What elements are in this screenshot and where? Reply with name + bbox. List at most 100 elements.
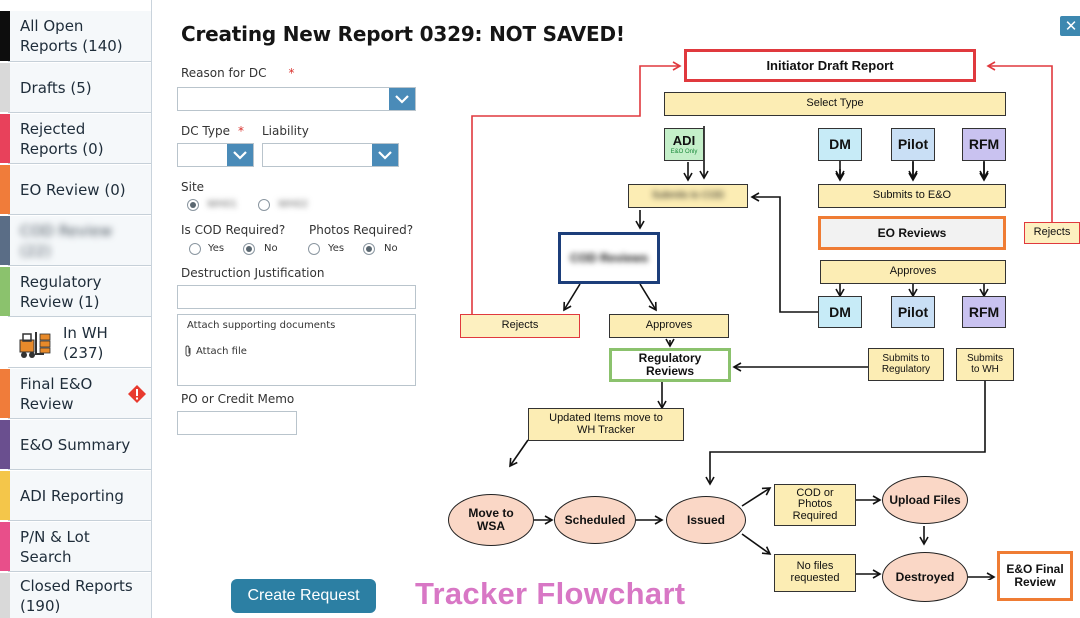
sidebar-item-color-bar	[0, 114, 10, 163]
cod-no-label: No	[264, 243, 278, 254]
adi-box: ADI E&O Only	[664, 128, 704, 161]
sidebar-item-adi-reporting[interactable]: ADI Reporting	[0, 471, 151, 521]
sidebar-item-label: All Open Reports (140)	[20, 17, 123, 55]
sidebar-item-eo-summary[interactable]: E&O Summary	[0, 420, 151, 470]
pilot-box-top: Pilot	[891, 128, 935, 161]
sidebar-item-label: P/N & Lot Search	[20, 527, 90, 566]
required-mark: *	[288, 66, 295, 80]
dm-box-top: DM	[818, 128, 862, 161]
sidebar-item-pn-lot-search[interactable]: P/N & Lot Search	[0, 522, 151, 572]
sidebar-item-color-bar	[0, 63, 10, 112]
site-radio-1[interactable]	[187, 199, 199, 211]
attach-title: Attach supporting documents	[187, 320, 336, 331]
rfm-box-top: RFM	[962, 128, 1006, 161]
sidebar-item-rejected-reports[interactable]: Rejected Reports (0)	[0, 114, 151, 164]
adi-label: ADI	[672, 133, 696, 149]
initiator-draft-report: Initiator Draft Report	[684, 49, 976, 82]
sidebar-item-label: Closed Reports (190)	[20, 576, 133, 615]
reason-label: Reason for DC *	[181, 66, 294, 80]
cod-yes-radio[interactable]	[189, 243, 201, 255]
cod-no-radio[interactable]	[243, 243, 255, 255]
photos-required-label: Photos Required?	[309, 223, 414, 237]
eo-final-review-box: E&O Final Review	[997, 551, 1073, 601]
paperclip-icon	[185, 345, 191, 357]
submits-to-cod-label: Submits to COD	[651, 189, 725, 201]
page-title: Creating New Report 0329: NOT SAVED!	[181, 22, 625, 46]
sidebar-item-drafts[interactable]: Drafts (5)	[0, 63, 151, 113]
reason-label-text: Reason for DC	[181, 66, 267, 80]
photos-no-label: No	[384, 243, 398, 254]
close-icon[interactable]: ✕	[1060, 16, 1080, 36]
destruction-input[interactable]	[177, 285, 416, 309]
sidebar-item-eo-review[interactable]: EO Review (0)	[0, 165, 151, 215]
dm-box-bottom: DM	[818, 296, 862, 328]
photos-yes-label: Yes	[328, 243, 345, 254]
dc-type-label: DC Type*	[181, 124, 244, 138]
dc-type-label-text: DC Type	[181, 124, 230, 138]
sidebar-item-label: ADI Reporting	[20, 486, 124, 505]
forklift-icon	[19, 332, 51, 358]
cod-required-label: Is COD Required?	[181, 223, 286, 237]
sidebar-item-regulatory-review[interactable]: Regulatory Review (1)	[0, 267, 151, 317]
attach-file-link[interactable]: Attach file	[184, 345, 247, 357]
no-files-requested-box: No files requested	[774, 554, 856, 592]
liability-select[interactable]	[262, 143, 399, 167]
upload-files-node: Upload Files	[882, 476, 968, 524]
po-credit-label: PO or Credit Memo	[181, 392, 295, 406]
approves-box-cod: Approves	[609, 314, 729, 338]
sidebar-item-color-bar	[0, 11, 10, 61]
issued-node: Issued	[666, 496, 746, 544]
updated-items-box: Updated Items move to WH Tracker	[528, 408, 684, 441]
adi-sublabel: E&O Only	[670, 148, 698, 155]
chevron-down-icon	[389, 88, 415, 110]
photos-no-radio[interactable]	[363, 243, 375, 255]
cod-photos-required-box: COD or Photos Required	[774, 484, 856, 526]
tracker-flowchart: Initiator Draft Report Select Type ADI E…	[440, 40, 1080, 602]
approves-box-eo: Approves	[820, 260, 1006, 284]
eo-reviews-box: EO Reviews	[818, 216, 1006, 250]
regulatory-reviews-box: Regulatory Reviews	[609, 348, 731, 382]
rejects-box-right: Rejects	[1024, 222, 1080, 244]
sidebar: All Open Reports (140) Drafts (5) Reject…	[0, 0, 152, 618]
photos-yes-radio[interactable]	[308, 243, 320, 255]
cod-reviews-label: COD Reviews	[569, 250, 649, 265]
site-option-1: WH01	[207, 199, 238, 210]
sidebar-item-color-bar	[0, 165, 10, 214]
create-request-button[interactable]: Create Request	[231, 579, 376, 613]
sidebar-item-color-bar	[0, 420, 10, 469]
sidebar-item-color-bar	[0, 471, 10, 520]
rejects-box-left: Rejects	[460, 314, 580, 338]
sidebar-item-label: Final E&O Review	[20, 374, 93, 413]
reason-select[interactable]	[177, 87, 416, 111]
attach-file-label: Attach file	[196, 345, 247, 357]
liability-label: Liability	[262, 124, 309, 138]
sidebar-item-color-bar	[0, 216, 10, 265]
chevron-down-icon	[372, 144, 398, 166]
site-radio-2[interactable]	[258, 199, 270, 211]
sidebar-item-color-bar	[0, 369, 10, 418]
sidebar-item-all-open-reports[interactable]: All Open Reports (140)	[0, 11, 151, 62]
submits-to-eo-box: Submits to E&O	[818, 184, 1006, 208]
submits-to-wh-box: Submits to WH	[956, 348, 1014, 381]
destroyed-node: Destroyed	[882, 552, 968, 602]
sidebar-item-label: Rejected Reports (0)	[20, 119, 104, 158]
tracker-flowchart-title: Tracker Flowchart	[415, 576, 686, 611]
sidebar-item-in-wh[interactable]: In WH (237)	[8, 318, 151, 368]
dc-type-select[interactable]	[177, 143, 254, 167]
sidebar-item-closed-reports[interactable]: Closed Reports (190)	[0, 573, 151, 618]
sidebar-item-label: E&O Summary	[20, 435, 131, 454]
sidebar-item-color-bar	[0, 573, 10, 618]
sidebar-item-color-bar	[0, 522, 10, 571]
move-to-wsa-node: Move to WSA	[448, 494, 534, 546]
sidebar-item-label: In WH (237)	[63, 323, 108, 362]
site-option-2: WH02	[278, 199, 309, 210]
rfm-box-bottom: RFM	[962, 296, 1006, 328]
sidebar-item-final-eo-review[interactable]: Final E&O Review	[0, 369, 151, 419]
po-credit-input[interactable]	[177, 411, 297, 435]
sidebar-item-label: Drafts (5)	[20, 78, 92, 97]
attach-panel: Attach supporting documents Attach file	[177, 314, 416, 386]
sidebar-item-cod-review[interactable]: COD Review (22)	[0, 216, 151, 266]
chevron-down-icon	[227, 144, 253, 166]
sidebar-item-label: EO Review (0)	[20, 180, 126, 199]
sidebar-item-color-bar	[0, 267, 10, 316]
